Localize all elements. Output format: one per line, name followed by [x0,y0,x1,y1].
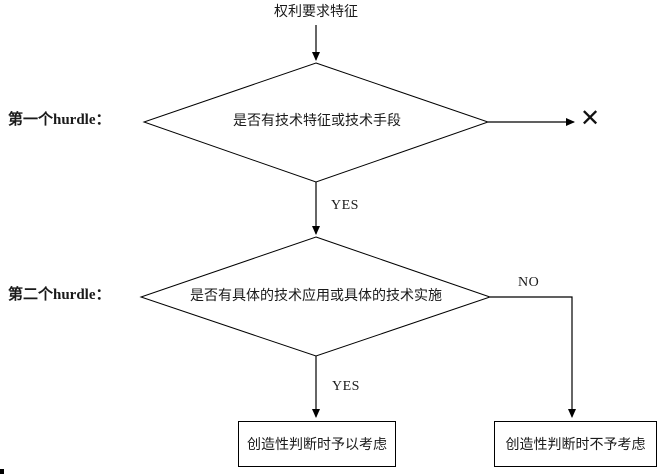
hurdle1-question: 是否有技术特征或技术手段 [233,114,401,129]
hurdle2-label: 第二个hurdle： [8,287,111,303]
arrow-hurdle2-no-to-outcome [490,296,576,418]
hurdle2-no-label: NO [518,275,540,290]
outcome-considered-text: 创造性判断时予以考虑 [247,438,387,453]
outcome-box-not-considered: 创造性判断时不予考虑 [494,421,657,467]
hurdle2-question: 是否有具体的技术应用或具体的技术实施 [190,289,442,304]
hurdle1-label: 第一个hurdle： [8,112,111,128]
outcome-not-considered-text: 创造性判断时不予考虑 [505,438,646,453]
scan-artifact-dot [0,469,4,474]
outcome-box-considered: 创造性判断时予以考虑 [238,421,396,467]
reject-cross-icon: ✕ [580,104,601,132]
hurdle1-yes-label: YES [331,198,359,213]
start-node-label: 权利要求特征 [274,5,358,20]
hurdle2-yes-label: YES [332,379,360,394]
